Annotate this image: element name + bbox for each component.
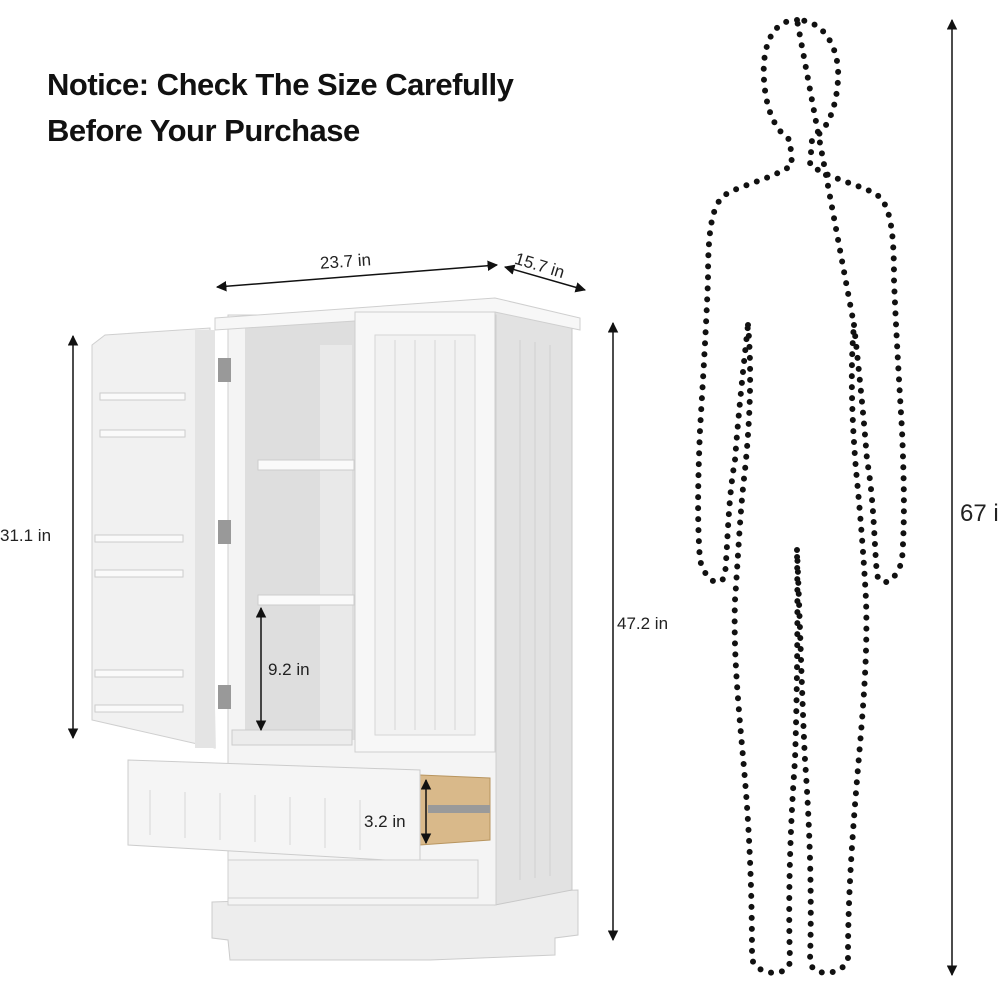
width-arrow xyxy=(215,260,499,292)
human-silhouette-outline xyxy=(695,16,907,976)
cabinet-height-label: 47.2 in xyxy=(617,614,669,633)
person-height-label: 67 in xyxy=(960,500,1000,527)
cabinet-image xyxy=(91,297,581,961)
shelf xyxy=(257,459,355,471)
cabinet-base xyxy=(211,889,579,961)
drawer-depth-label: 3.2 in xyxy=(364,812,406,831)
open-drawer-front xyxy=(127,759,421,863)
shelf-spacing-label: 9.2 in xyxy=(268,660,310,679)
notice-line-1: Notice: Check The Size Carefully xyxy=(47,67,514,102)
cabinet-side xyxy=(494,311,573,906)
depth-arrow xyxy=(503,264,587,293)
lower-drawer xyxy=(227,859,479,899)
notice-line-2: Before Your Purchase xyxy=(47,113,360,148)
notice-title: Notice: Check The Size Carefully Before … xyxy=(47,62,514,154)
width-label: 23.7 in xyxy=(319,250,372,273)
door-height-label: 31.1 in xyxy=(0,526,52,545)
shelf xyxy=(257,594,355,606)
